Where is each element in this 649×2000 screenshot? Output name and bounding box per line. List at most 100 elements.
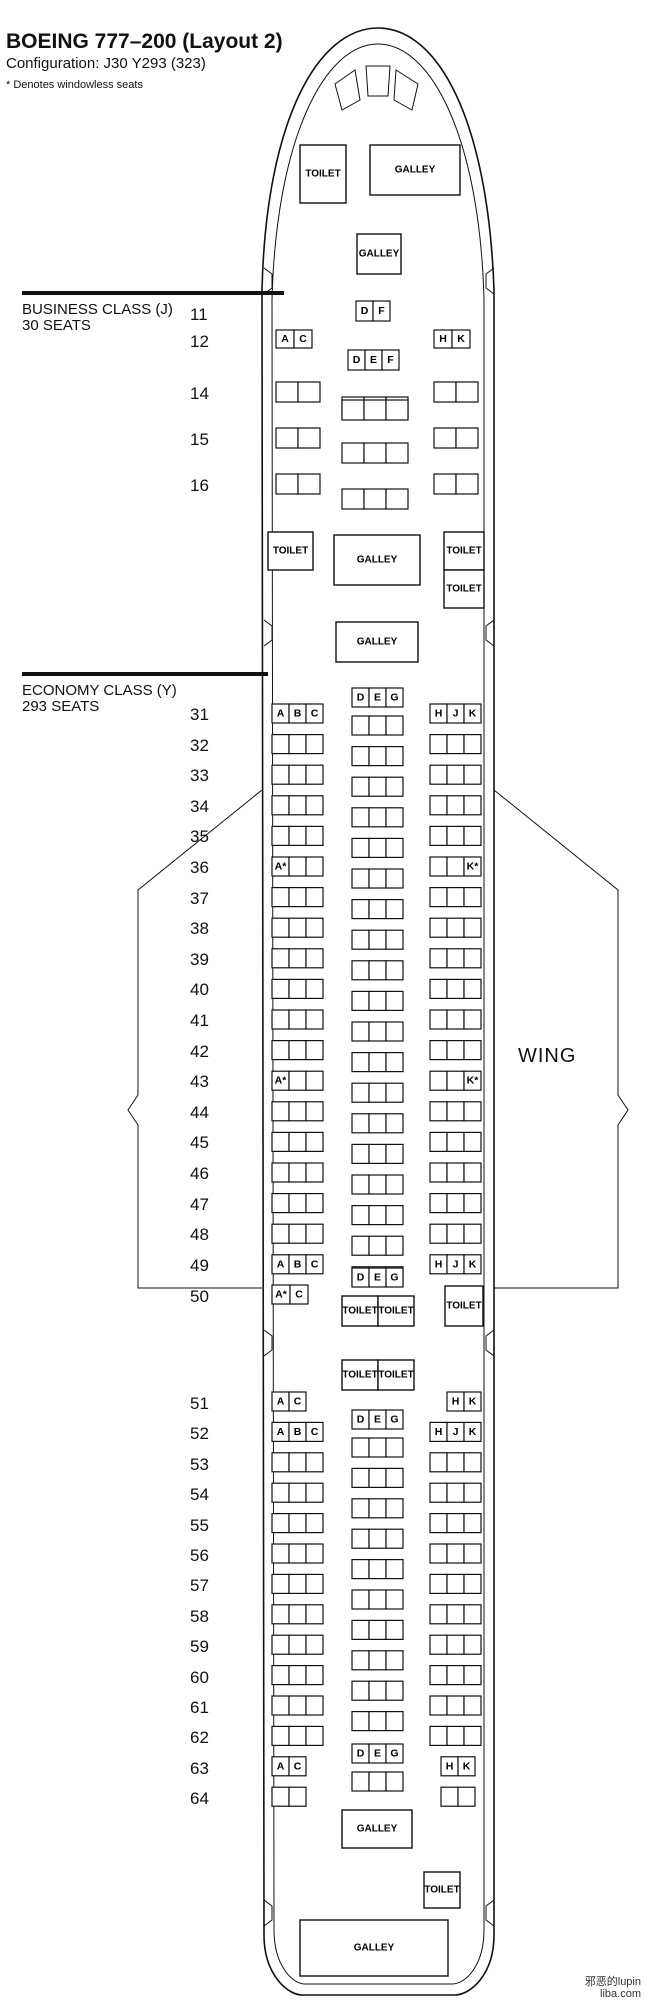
economy-seat[interactable]	[368, 1558, 387, 1580]
economy-seat[interactable]	[305, 825, 324, 847]
economy-seat[interactable]	[429, 1070, 448, 1091]
economy-seat[interactable]: A	[271, 1391, 290, 1412]
economy-seat[interactable]: D	[351, 1743, 370, 1764]
economy-seat[interactable]: H	[440, 1756, 459, 1777]
economy-seat[interactable]	[288, 1223, 307, 1244]
economy-seat[interactable]	[368, 807, 387, 828]
economy-seat[interactable]	[385, 1021, 404, 1042]
business-pod[interactable]	[385, 399, 409, 421]
business-seat[interactable]: C	[293, 329, 313, 349]
economy-seat[interactable]	[288, 1009, 307, 1030]
economy-seat[interactable]	[446, 917, 465, 938]
economy-seat[interactable]	[463, 1664, 482, 1686]
economy-seat[interactable]	[305, 917, 324, 938]
economy-seat[interactable]	[351, 1204, 370, 1226]
economy-seat[interactable]	[305, 1543, 324, 1564]
economy-seat[interactable]: D	[351, 1267, 370, 1288]
economy-seat[interactable]	[305, 1039, 324, 1061]
economy-seat[interactable]	[351, 837, 370, 859]
economy-seat[interactable]: B	[288, 1254, 307, 1275]
economy-seat[interactable]	[429, 886, 448, 908]
economy-seat[interactable]	[271, 795, 290, 816]
economy-seat[interactable]	[351, 715, 370, 736]
economy-seat[interactable]	[385, 1771, 404, 1792]
economy-seat[interactable]	[351, 1710, 370, 1732]
economy-seat[interactable]	[385, 960, 404, 981]
economy-seat[interactable]	[429, 1573, 448, 1595]
economy-seat[interactable]	[288, 1452, 307, 1473]
economy-seat[interactable]	[351, 1235, 370, 1256]
business-seat[interactable]: F	[381, 349, 400, 371]
economy-seat[interactable]	[446, 1009, 465, 1030]
economy-seat[interactable]	[446, 1482, 465, 1503]
economy-seat[interactable]	[351, 1467, 370, 1489]
economy-seat[interactable]	[385, 1143, 404, 1165]
economy-seat[interactable]	[288, 1482, 307, 1503]
economy-seat[interactable]	[385, 1498, 404, 1519]
business-pod[interactable]	[433, 381, 457, 403]
economy-seat[interactable]	[305, 764, 324, 785]
economy-seat[interactable]	[429, 1512, 448, 1534]
economy-seat[interactable]	[385, 1467, 404, 1489]
economy-seat[interactable]	[463, 733, 482, 755]
business-seat[interactable]: D	[355, 300, 374, 322]
economy-seat[interactable]	[385, 1528, 404, 1549]
economy-seat[interactable]: A	[271, 1421, 290, 1443]
economy-seat[interactable]	[446, 764, 465, 785]
economy-seat[interactable]	[463, 1482, 482, 1503]
economy-seat[interactable]	[463, 1695, 482, 1716]
economy-seat[interactable]	[429, 917, 448, 938]
economy-seat[interactable]	[368, 1680, 387, 1701]
economy-seat[interactable]	[429, 1223, 448, 1244]
economy-seat[interactable]	[305, 1634, 324, 1655]
economy-seat[interactable]	[351, 1051, 370, 1073]
economy-seat[interactable]	[351, 1771, 370, 1792]
economy-seat[interactable]	[446, 795, 465, 816]
economy-seat[interactable]	[463, 948, 482, 969]
economy-seat[interactable]	[463, 978, 482, 1000]
economy-seat[interactable]	[271, 1634, 290, 1655]
economy-seat[interactable]	[288, 795, 307, 816]
economy-seat[interactable]: H	[429, 1421, 448, 1443]
economy-seat[interactable]	[305, 795, 324, 816]
economy-seat[interactable]	[385, 1082, 404, 1103]
business-pod[interactable]	[275, 381, 299, 403]
economy-seat[interactable]	[429, 978, 448, 1000]
economy-seat[interactable]	[446, 1512, 465, 1534]
economy-seat[interactable]	[429, 1101, 448, 1122]
economy-seat[interactable]	[368, 1174, 387, 1195]
business-seat[interactable]: A	[275, 329, 295, 349]
economy-seat[interactable]	[271, 1009, 290, 1030]
economy-seat[interactable]	[288, 1162, 307, 1183]
economy-seat[interactable]	[271, 886, 290, 908]
economy-seat[interactable]	[271, 1162, 290, 1183]
business-pod[interactable]	[455, 427, 479, 449]
economy-seat[interactable]	[288, 1604, 307, 1625]
business-pod[interactable]	[363, 488, 387, 510]
economy-seat[interactable]	[385, 1650, 404, 1671]
economy-seat[interactable]	[429, 1162, 448, 1183]
economy-seat[interactable]	[351, 1528, 370, 1549]
economy-seat[interactable]	[351, 1680, 370, 1701]
business-seat[interactable]: F	[372, 300, 391, 322]
economy-seat[interactable]	[351, 745, 370, 767]
economy-seat[interactable]	[385, 776, 404, 797]
economy-seat[interactable]	[368, 1143, 387, 1165]
economy-seat[interactable]: B	[288, 1421, 307, 1443]
business-pod[interactable]	[275, 427, 299, 449]
economy-seat[interactable]	[385, 1113, 404, 1134]
economy-seat[interactable]	[351, 1619, 370, 1641]
business-pod[interactable]	[385, 488, 409, 510]
economy-seat[interactable]	[446, 1223, 465, 1244]
economy-seat[interactable]: G	[385, 687, 404, 708]
economy-seat[interactable]	[446, 825, 465, 847]
economy-seat[interactable]	[446, 1452, 465, 1473]
economy-seat[interactable]	[271, 1543, 290, 1564]
economy-seat[interactable]	[446, 733, 465, 755]
economy-seat[interactable]	[385, 745, 404, 767]
business-pod[interactable]	[363, 442, 387, 464]
economy-seat[interactable]	[446, 886, 465, 908]
economy-seat[interactable]	[429, 1634, 448, 1655]
economy-seat[interactable]	[368, 1437, 387, 1458]
economy-seat[interactable]	[288, 1786, 307, 1807]
